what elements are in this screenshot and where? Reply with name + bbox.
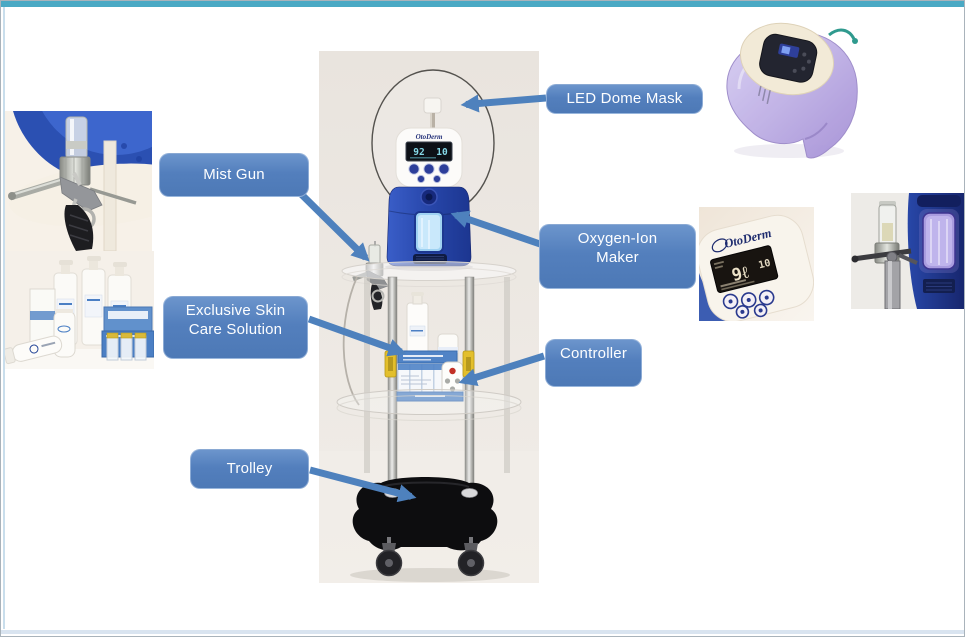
skin-care-products-illustration bbox=[4, 251, 154, 369]
callout-trolley: Trolley bbox=[190, 449, 309, 489]
brand-logo-main: OtoDerm bbox=[416, 133, 443, 141]
controller-buttons bbox=[722, 289, 775, 319]
blue-ampoule-boxes bbox=[101, 306, 154, 361]
slide-left-accent-line bbox=[3, 7, 5, 629]
controller-display-left: 9ℓ bbox=[730, 262, 752, 286]
main-display-right: 10 bbox=[436, 147, 448, 158]
mist-gun-device-illustration bbox=[851, 193, 964, 309]
photo-mist-gun-device bbox=[851, 193, 964, 309]
mist-gun-closeup-illustration bbox=[4, 111, 152, 251]
callout-led-dome-mask: LED Dome Mask bbox=[546, 84, 703, 114]
slide-top-accent-bar bbox=[1, 1, 964, 7]
photo-led-dome-mask bbox=[709, 9, 861, 163]
photo-controller-closeup: OtoDerm 9ℓ 10 bbox=[699, 207, 814, 321]
skin-care-products-on-shelf bbox=[396, 292, 464, 402]
lying-tube bbox=[4, 335, 63, 365]
led-dome-mask-illustration bbox=[709, 9, 861, 163]
callout-oxygen-ion-maker: Oxygen-Ion Maker bbox=[539, 224, 696, 289]
main-display-left: 92 bbox=[413, 147, 424, 158]
photo-oxygen-trolley-system: OtoDerm 92 10 bbox=[319, 51, 539, 583]
mask-top-unit bbox=[739, 22, 835, 105]
caster-right bbox=[457, 537, 485, 577]
oxygen-ion-maker-device: OtoDerm 92 10 bbox=[385, 127, 473, 271]
callout-controller: Controller bbox=[545, 339, 642, 387]
callout-exclusive-skin-care-solution: Exclusive Skin Care Solution bbox=[163, 296, 308, 359]
controller-closeup-illustration: OtoDerm 9ℓ 10 bbox=[699, 207, 814, 321]
slide-bottom-accent-bar bbox=[1, 630, 964, 634]
trolley-system-illustration: OtoDerm 92 10 bbox=[319, 51, 539, 583]
callout-mist-gun: Mist Gun bbox=[159, 153, 309, 197]
controller-display-right: 10 bbox=[757, 258, 771, 272]
caster-left bbox=[375, 537, 403, 577]
photo-mist-gun-closeup bbox=[4, 111, 152, 251]
mask-cable bbox=[828, 28, 856, 40]
photo-skin-care-products bbox=[4, 251, 154, 369]
